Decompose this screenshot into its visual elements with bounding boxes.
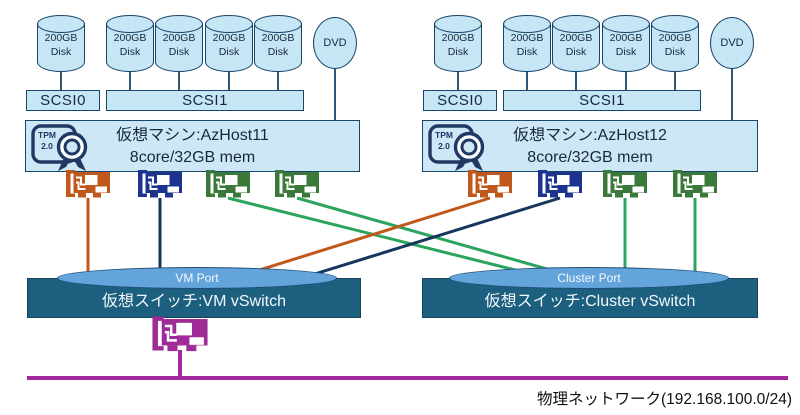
scsi-label: SCSI0 <box>437 92 483 109</box>
host1-nic2-icon <box>138 168 182 199</box>
host2-scsi0-controller: SCSI0 <box>423 90 497 111</box>
disk-cylinder-top <box>434 15 482 33</box>
host1-disk4: 200GB Disk <box>205 15 253 72</box>
host2-dvd-drive: DVD <box>710 17 754 69</box>
vswitch-label: 仮想スイッチ:VM vSwitch <box>101 293 287 310</box>
disk-label: 200GB Disk <box>658 32 692 58</box>
host2-disk4: 200GB Disk <box>602 15 650 72</box>
host2-disk2: 200GB Disk <box>503 15 551 72</box>
tpm-label: TPM 2.0 <box>38 130 56 151</box>
vm-port-ellipse: VM Port <box>57 267 337 289</box>
vm-title: 仮想マシン:AzHost11 <box>116 127 269 144</box>
disk-label: 200GB Disk <box>510 32 544 58</box>
disk-label: 200GB Disk <box>113 32 147 58</box>
disk-cylinder-top <box>37 15 85 33</box>
cluster-port-ellipse: Cluster Port <box>449 267 729 289</box>
management-nic-icon <box>152 314 208 353</box>
disk-cylinder-top <box>602 15 650 33</box>
dvd-label: DVD <box>323 37 347 49</box>
disk-label: 200GB Disk <box>162 32 196 58</box>
disk-label: 200GB Disk <box>261 32 295 58</box>
host2-disk3: 200GB Disk <box>552 15 600 72</box>
host2-nic3-icon <box>603 168 647 199</box>
disk-cylinder-top <box>254 15 302 33</box>
disk-cylinder-top <box>155 15 203 33</box>
host1-dvd-drive: DVD <box>313 17 357 69</box>
host2-vm-box: 仮想マシン:AzHost12 8core/32GB mem TPM 2.0 <box>422 120 758 172</box>
disk-cylinder-top <box>106 15 154 33</box>
disk-label: 200GB Disk <box>609 32 643 58</box>
vswitch-label: 仮想スイッチ:Cluster vSwitch <box>484 293 696 310</box>
port-label: VM Port <box>175 271 219 285</box>
disk-label: 200GB Disk <box>44 32 78 58</box>
disk-label: 200GB Disk <box>212 32 246 58</box>
scsi-label: SCSI1 <box>182 92 228 109</box>
dvd-label: DVD <box>720 37 744 49</box>
vm-spec: 8core/32GB mem <box>129 149 256 166</box>
host2-nic2-icon <box>538 168 582 199</box>
host2-scsi1-controller: SCSI1 <box>503 90 701 111</box>
wire-host2-nic2-to-vm-port <box>304 196 561 279</box>
host2-nic4-icon <box>673 168 717 199</box>
wire-host1-nic3-to-cluster-port <box>227 196 544 279</box>
physical-network-label: 物理ネットワーク(192.168.100.0/24) <box>537 391 792 408</box>
tpm-label: TPM 2.0 <box>435 130 453 151</box>
vm-spec: 8core/32GB mem <box>527 149 653 166</box>
host1-scsi0-controller: SCSI0 <box>26 90 100 111</box>
scsi-label: SCSI0 <box>40 92 86 109</box>
disk-label: 200GB Disk <box>559 32 593 58</box>
host2-disk5: 200GB Disk <box>651 15 699 72</box>
disk-cylinder-top <box>205 15 253 33</box>
host1-nic3-icon <box>206 168 250 199</box>
host1-scsi1-controller: SCSI1 <box>106 90 304 111</box>
host1-disk5: 200GB Disk <box>254 15 302 72</box>
host1-tpm-badge-icon: TPM 2.0 <box>30 121 92 173</box>
host1-disk3: 200GB Disk <box>155 15 203 72</box>
vm-title: 仮想マシン:AzHost12 <box>513 127 667 144</box>
disk-label: 200GB Disk <box>441 32 475 58</box>
scsi-label: SCSI1 <box>579 92 625 109</box>
port-label: Cluster Port <box>557 271 621 285</box>
host2-tpm-badge-icon: TPM 2.0 <box>427 121 489 173</box>
host1-vm-box: 仮想マシン:AzHost11 8core/32GB mem TPM 2.0 <box>25 120 360 172</box>
host1-disk2: 200GB Disk <box>106 15 154 72</box>
host2-nic1-icon <box>468 168 512 199</box>
host2-disk1: 200GB Disk <box>434 15 482 72</box>
disk-cylinder-top <box>552 15 600 33</box>
disk-cylinder-top <box>651 15 699 33</box>
host1-nic1-icon <box>66 168 110 199</box>
host1-disk1: 200GB Disk <box>37 15 85 72</box>
wire-host2-nic1-to-vm-port <box>236 196 491 279</box>
disk-cylinder-top <box>503 15 551 33</box>
host1-nic4-icon <box>275 168 319 199</box>
